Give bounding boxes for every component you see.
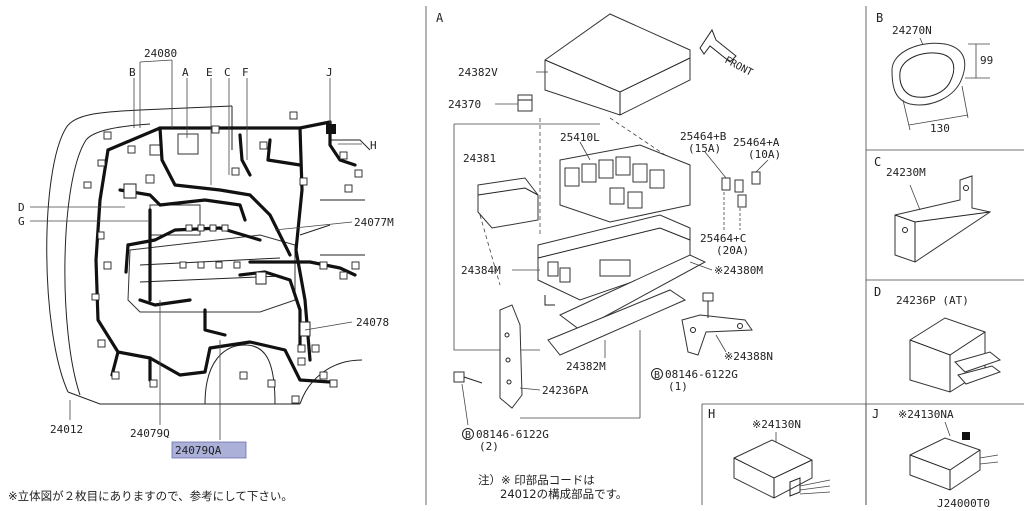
label-25464c-amp: (20A) (716, 244, 749, 257)
bolt-left-icon (453, 371, 483, 384)
label-dim-99: 99 (980, 54, 993, 67)
panel-a-letter: A (436, 11, 444, 25)
label-bolt2-qty: (2) (479, 440, 499, 453)
bracket-24236pa (499, 304, 523, 409)
bracket-24381 (477, 177, 539, 229)
label-24236pa: 24236PA (542, 384, 589, 397)
panel-c-letter: C (874, 155, 881, 169)
label-24270n: 24270N (892, 24, 932, 37)
label-24079q: 24079Q (130, 427, 170, 440)
label-24384m: 24384M (461, 264, 501, 277)
label-f: F (242, 66, 249, 79)
label-24078: 24078 (356, 316, 389, 329)
footer-code: J24000T0 (937, 497, 990, 510)
front-label: FRONT (723, 55, 755, 79)
label-j: J (326, 66, 333, 79)
grommet-24270n (891, 42, 966, 106)
label-bolt2: 08146-6122G (476, 428, 549, 441)
relay-block-25410l (559, 144, 691, 223)
panel-h: H ※24130N (708, 407, 831, 499)
label-24130na: ※24130NA (898, 408, 954, 421)
panel-b: B 24270N 99 130 (876, 11, 993, 135)
label-24080: 24080 (144, 47, 177, 60)
label-24130n: ※24130N (752, 418, 801, 431)
label-25464b: 25464+B (680, 130, 727, 143)
lower-cover-24382m (547, 289, 687, 356)
panel-b-letter: B (876, 11, 883, 25)
panel-h-letter: H (708, 407, 715, 421)
note-line2: 24012の構成部品です。 (500, 487, 627, 501)
bolt-upper-icon (702, 292, 714, 318)
label-bolt1: 08146-6122G (665, 368, 738, 381)
connector-24130n (733, 439, 813, 499)
panel-j-letter: J (872, 407, 879, 421)
label-25410l: 25410L (560, 131, 600, 144)
label-a: A (182, 66, 189, 79)
connector-24130na (909, 437, 981, 491)
label-25464a-amp: (10A) (748, 148, 781, 161)
label-24236p: 24236P (AT) (896, 294, 969, 307)
bracket-24388n (681, 314, 753, 356)
label-25464c: 25464+C (700, 232, 746, 245)
label-24370: 24370 (448, 98, 481, 111)
label-c: C (224, 66, 231, 79)
label-g: G (18, 215, 25, 228)
label-24381: 24381 (463, 152, 496, 165)
fuse-box-body-24384m (537, 214, 691, 306)
fuses (721, 171, 761, 230)
panel-d: D 24236P (AT) (874, 285, 1002, 393)
panel-c: C 24230M (874, 155, 992, 263)
label-d: D (18, 201, 25, 214)
tray-24380m (559, 254, 707, 331)
label-24012: 24012 (50, 423, 83, 436)
circled-b-icon-2 (462, 428, 474, 440)
front-arrow-icon: FRONT (699, 28, 755, 79)
bracket-24230m (894, 175, 992, 263)
label-24382v: 24382V (458, 66, 498, 79)
label-e: E (206, 66, 213, 79)
circled-b-label-2: B (465, 430, 471, 441)
label-24382m: 24382M (566, 360, 606, 373)
fuse-box-cover (544, 13, 691, 116)
label-25464b-amp: (15A) (688, 142, 721, 155)
panel-j: J ※24130NA (872, 407, 999, 491)
label-dim-130: 130 (930, 122, 950, 135)
label-25464a: 25464+A (733, 136, 780, 149)
panel-dividers (425, 6, 1024, 505)
label-24380m: ※24380M (714, 264, 763, 277)
bottom-note: ※立体図が２枚目にありますので、参考にして下さい。 (8, 489, 293, 503)
label-24079qa: 24079QA (175, 444, 222, 457)
label-24230m: 24230M (886, 166, 926, 179)
highlight-24079qa (171, 441, 247, 459)
circled-b-label: B (654, 370, 660, 381)
label-bolt1-qty: (1) (668, 380, 688, 393)
panel-d-letter: D (874, 285, 881, 299)
label-h: H (370, 139, 377, 152)
label-b: B (129, 66, 136, 79)
circled-b-icon (651, 368, 663, 380)
label-24077m: 24077M (354, 216, 394, 229)
panel-a: A FRONT 24382V 24370 (436, 11, 781, 501)
note-line1: 注）※ 印部品コードは (478, 473, 595, 487)
label-24388n: ※24388N (724, 350, 773, 363)
main-harness-view: 24080 B A E C F J H D G 24077M 24078 240… (8, 47, 394, 503)
